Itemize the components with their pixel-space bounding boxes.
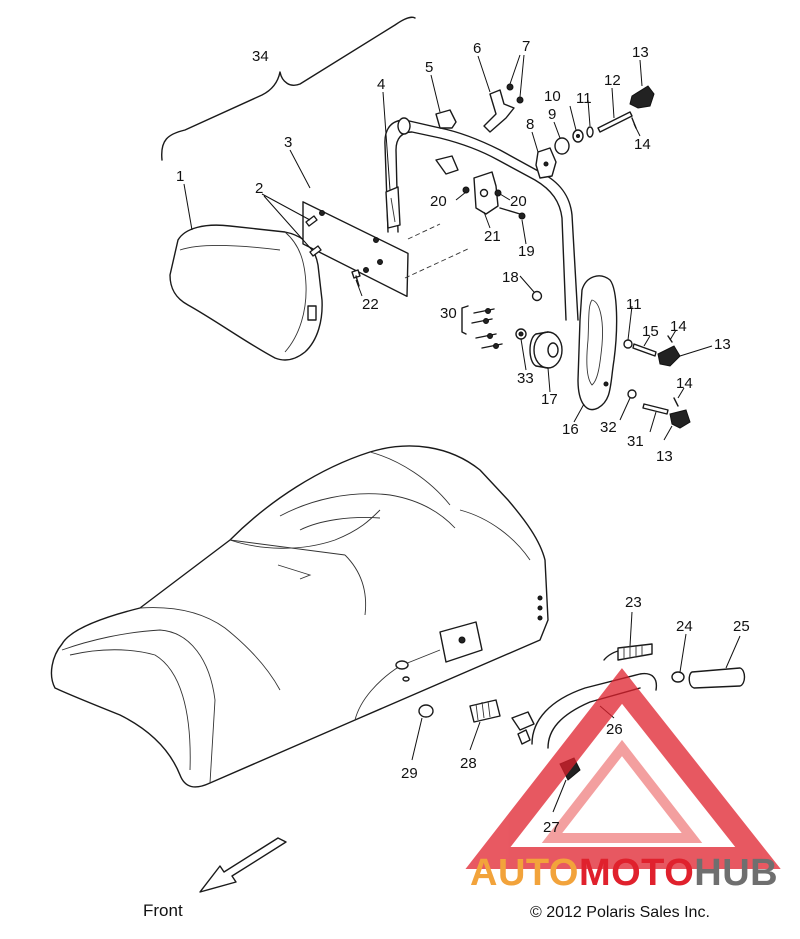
front-label: Front: [143, 901, 183, 920]
backrest-pad: [169, 224, 323, 361]
callout-25: 25: [733, 618, 750, 635]
callout-13b: 13: [714, 336, 731, 353]
callout-14c: 14: [676, 375, 693, 392]
screw-set-30: [461, 305, 503, 349]
callout-14a: 14: [634, 136, 651, 153]
roller-17: [529, 331, 563, 369]
callout-30: 30: [440, 305, 457, 322]
callout-9: 9: [548, 106, 556, 123]
callout-23: 23: [625, 594, 642, 611]
callout-13a: 13: [632, 44, 649, 61]
mount-bracket-21: [462, 171, 526, 220]
callout-15: 15: [642, 323, 659, 340]
callout-6: 6: [473, 40, 481, 57]
leader-lines: [183, 55, 741, 813]
callout-11a: 11: [576, 90, 592, 107]
callout-22: 22: [362, 296, 379, 313]
copyright-notice: © 2012 Polaris Sales Inc.: [530, 904, 710, 921]
callout-17: 17: [541, 391, 558, 408]
back-plate: [302, 201, 471, 298]
watermark-auto: AUTO: [470, 852, 579, 894]
backrest-frame: [384, 117, 579, 321]
callout-14b: 14: [670, 318, 687, 335]
callout-10: 10: [544, 88, 561, 105]
watermark-moto: MOTO: [578, 852, 695, 894]
callout-27: 27: [543, 819, 560, 836]
callout-labels: 1 2 3 4 5 6 7 8 9 10 11 11 12 13 13 13 1…: [176, 38, 750, 836]
callout-29: 29: [401, 765, 418, 782]
lock-clip-13: [629, 85, 691, 429]
hinge-hardware: [554, 111, 633, 155]
pins-15-31: [623, 339, 669, 415]
bracket-6: [483, 54, 525, 133]
callout-28: 28: [460, 755, 477, 772]
nut-18: [515, 290, 543, 340]
callout-33: 33: [517, 370, 534, 387]
grab-handle: [418, 643, 746, 781]
callout-18: 18: [502, 269, 519, 286]
callout-1: 1: [176, 168, 184, 185]
bracket-8: [535, 147, 557, 179]
side-mount-16: [577, 275, 618, 411]
kit-bracket-34: [161, 16, 416, 161]
clip-5: [435, 109, 459, 175]
callout-11b: 11: [626, 296, 642, 313]
callout-20b: 20: [510, 193, 527, 210]
front-direction-arrow: [199, 837, 287, 893]
callout-8: 8: [526, 116, 534, 133]
callout-3: 3: [284, 134, 292, 151]
seat: [50, 445, 549, 788]
watermark-hub: HUB: [694, 852, 779, 894]
callout-24: 24: [676, 618, 693, 635]
callout-2: 2: [255, 180, 263, 197]
callout-32: 32: [600, 419, 617, 436]
watermark-text: AUTOMOTOHUB: [470, 852, 778, 895]
callout-21: 21: [484, 228, 501, 245]
callout-34: 34: [252, 48, 269, 65]
callout-7: 7: [522, 38, 530, 55]
watermark-logo: [465, 668, 781, 869]
callout-5: 5: [425, 59, 433, 76]
callout-16: 16: [562, 421, 579, 438]
callout-20a: 20: [430, 193, 447, 210]
plate-screws: [305, 215, 361, 287]
callout-4: 4: [377, 76, 385, 93]
callout-19: 19: [518, 243, 535, 260]
callout-13c: 13: [656, 448, 673, 465]
callout-12: 12: [604, 72, 621, 89]
callout-31: 31: [627, 433, 644, 450]
callout-26: 26: [606, 721, 623, 738]
